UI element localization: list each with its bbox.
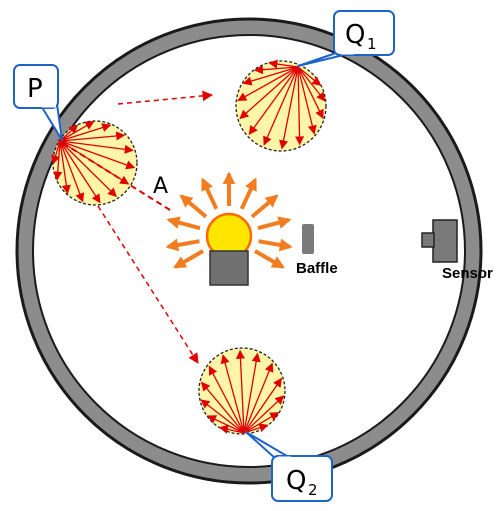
reflected-rays-q2 <box>200 349 285 434</box>
ray-q2-5 <box>220 354 245 434</box>
baffle-label: Baffle <box>296 260 338 277</box>
reflected-rays-q1 <box>237 59 326 150</box>
lamp-ray-10 <box>165 238 200 252</box>
sphere-interior <box>32 34 466 468</box>
sensor-port <box>421 232 435 248</box>
lamp-ray-1 <box>179 194 208 219</box>
ray-q2-1 <box>206 415 245 434</box>
callout-q1-subscript: 1 <box>367 35 377 53</box>
ray-lamp-to-p <box>57 139 171 211</box>
ray-p-7 <box>59 140 117 198</box>
ray-p-0 <box>59 124 79 142</box>
ray-q2-11 <box>243 411 280 434</box>
ray-q1-8 <box>239 66 299 120</box>
callout-p-box <box>13 64 59 109</box>
ray-q1-10 <box>242 66 299 86</box>
ray-p-10 <box>59 140 71 195</box>
ray-q2-12 <box>243 423 269 434</box>
ray-p-4 <box>59 140 134 154</box>
ray-q1-6 <box>263 66 299 146</box>
ray-p-8 <box>59 140 101 204</box>
callout-q1-label: Q <box>345 20 365 50</box>
ray-q2-10 <box>243 395 285 434</box>
lamp-ray-5 <box>250 194 279 219</box>
ray-q1-1 <box>297 66 326 102</box>
ray-p-to-q2 <box>97 205 199 364</box>
ray-q2-0 <box>218 424 245 434</box>
lamp-ray-8 <box>253 249 285 269</box>
lamp-ray-2 <box>200 177 219 210</box>
lamp-ray-7 <box>258 238 293 252</box>
ray-p-1 <box>59 121 95 142</box>
ray-p-12 <box>51 140 61 165</box>
ray-p-9 <box>59 140 85 203</box>
ray-p-5 <box>59 140 136 170</box>
ray-q1-3 <box>297 66 317 135</box>
ray-q2-8 <box>243 362 274 434</box>
ray-p-to-q1 <box>117 90 214 105</box>
callout-q2-label: Q <box>286 466 306 496</box>
ray-q1-0 <box>297 66 322 86</box>
sensor-label: Sensor <box>442 265 493 282</box>
ray-p-2 <box>59 123 112 142</box>
baffle <box>302 224 314 254</box>
lamp-light-rays <box>165 171 293 269</box>
callout-q1-box <box>333 10 395 56</box>
ray-q2-3 <box>200 381 245 434</box>
ray-q2-2 <box>200 399 245 434</box>
ray-q1-5 <box>279 66 299 150</box>
ray-q1-7 <box>248 66 299 135</box>
ray-q1-4 <box>294 66 305 146</box>
callout-p-label: P <box>27 74 43 104</box>
ray-q2-4 <box>208 365 245 434</box>
ray-q2-9 <box>243 377 282 434</box>
lamp-base <box>209 250 249 286</box>
lamp-ray-6 <box>257 216 292 231</box>
ray-q2-6 <box>235 349 246 434</box>
ray-q1-2 <box>297 66 324 119</box>
ray-q1-11 <box>253 65 299 75</box>
ray-p-3 <box>59 131 126 142</box>
point-a-label: A <box>153 174 168 199</box>
ray-q1-12 <box>268 59 299 69</box>
lamp-ray-4 <box>239 177 258 210</box>
sensor-body <box>432 219 458 263</box>
callout-q2-subscript: 2 <box>308 481 318 499</box>
callout-q2-box <box>271 455 333 502</box>
ray-q2-7 <box>243 352 261 434</box>
ray-q1-9 <box>237 66 299 102</box>
lamp-ray-0 <box>166 216 201 231</box>
lamp-ray-9 <box>173 249 205 269</box>
